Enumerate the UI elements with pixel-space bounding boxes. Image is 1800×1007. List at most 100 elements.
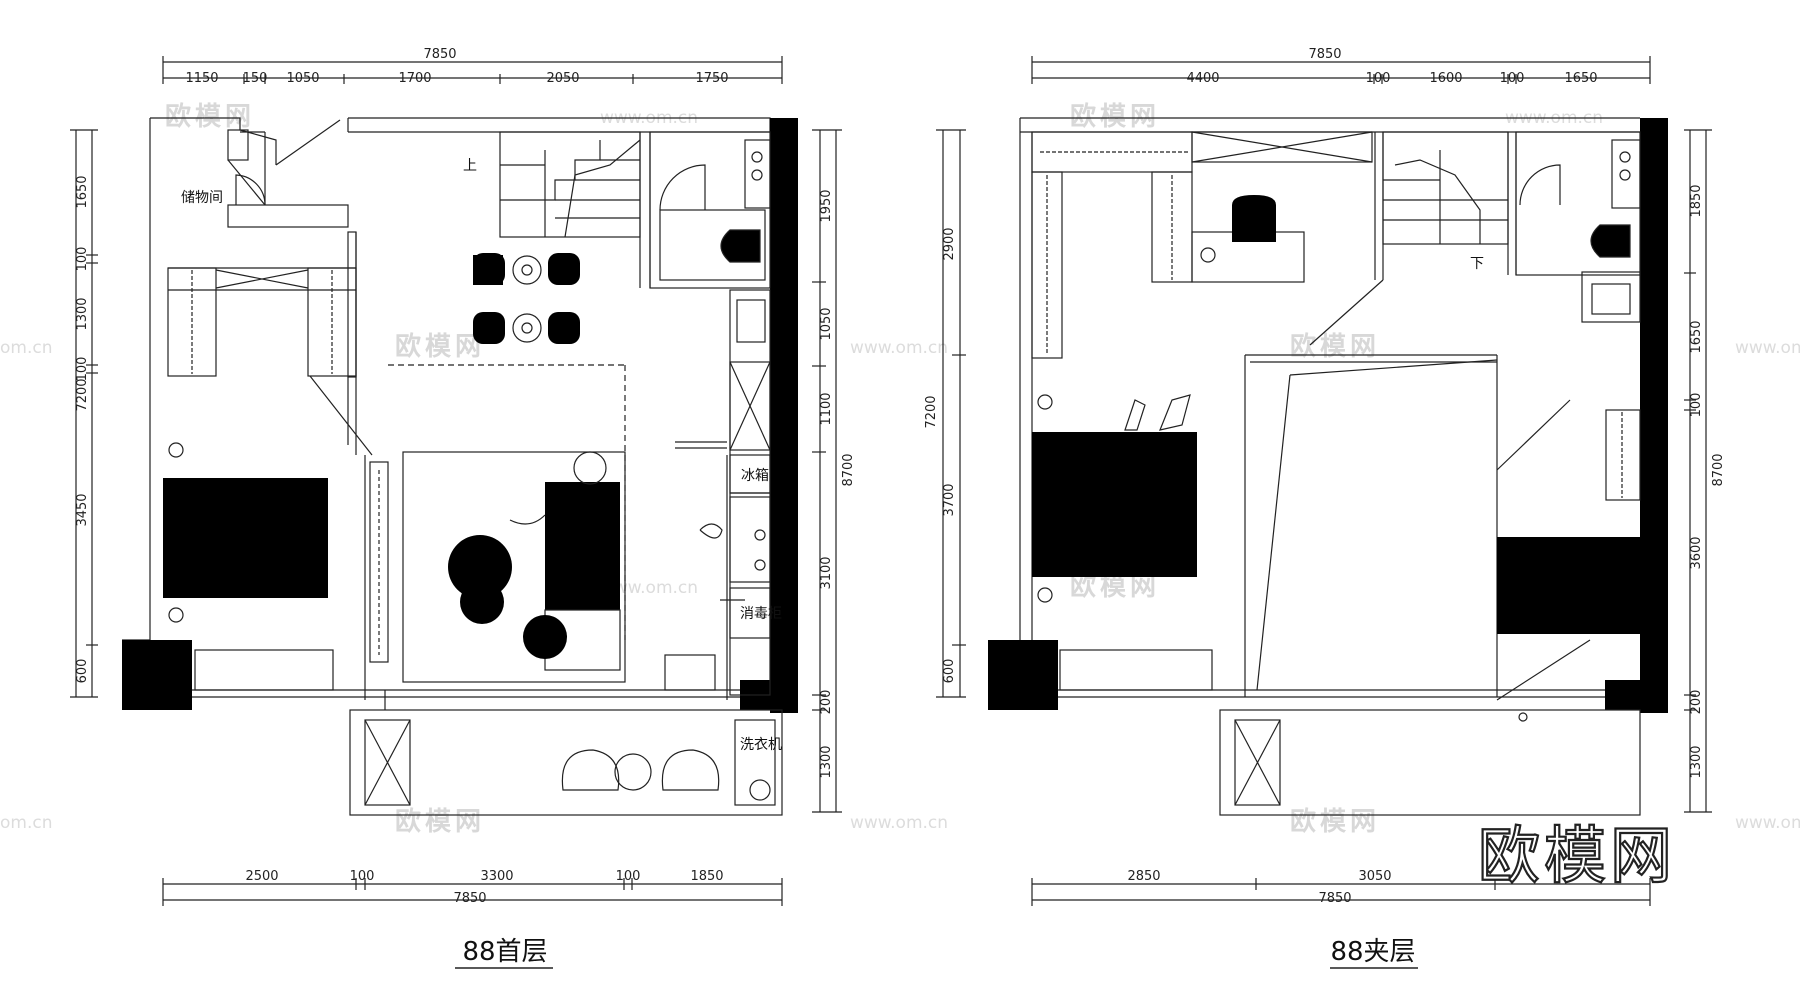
label-washer: 洗衣机 xyxy=(740,737,782,753)
dim-bottom-3: 3300 xyxy=(480,869,513,884)
wardrobes xyxy=(1031,131,1641,501)
dim-bottom-total: 7850 xyxy=(453,891,486,906)
mezzanine-text: 7850 4400 100 1600 100 1650 7200 2900 37… xyxy=(924,47,1726,969)
left-dimension xyxy=(936,129,966,698)
label-storage: 储物间 xyxy=(181,190,223,206)
doors xyxy=(235,174,745,601)
dim-right-total: 8700 xyxy=(841,453,856,486)
dim-bottom-1: 2500 xyxy=(245,869,278,884)
dining-set xyxy=(388,253,626,640)
dim-right-2: 1050 xyxy=(819,307,834,340)
dim-left-6: 600 xyxy=(75,659,90,684)
dim-bottom-2: 100 xyxy=(350,869,375,884)
dim-bottom-5: 1850 xyxy=(690,869,723,884)
bed-area xyxy=(1032,394,1213,691)
columns xyxy=(122,118,798,713)
dim-left-5: 3450 xyxy=(75,493,90,526)
watermark-logo: 欧模网 xyxy=(1290,331,1380,362)
label-cabinet: 消毒柜 xyxy=(740,606,782,622)
dim-top-3: 1050 xyxy=(286,71,319,86)
kitchen xyxy=(664,289,771,696)
dim-left-total: 7200 xyxy=(75,378,90,411)
dim-right-2: 1650 xyxy=(1689,320,1704,353)
ground-floor-plan xyxy=(70,56,842,906)
watermark-url: www.om.cn xyxy=(1735,338,1800,358)
mezzanine-plan xyxy=(936,56,1712,906)
watermark-url: www.om.cn xyxy=(850,813,948,833)
dim-right-3: 100 xyxy=(1689,393,1704,418)
top-dimension xyxy=(1031,56,1651,84)
label-down: 下 xyxy=(1470,256,1484,272)
dim-right-1: 1950 xyxy=(819,189,834,222)
bed-area xyxy=(163,442,334,691)
dim-right-3: 1100 xyxy=(819,392,834,425)
wardrobes xyxy=(167,267,373,456)
dim-top-2: 100 xyxy=(1366,71,1391,86)
left-dimension xyxy=(70,129,98,698)
watermark-layer: 欧模网 欧模网 欧模网 欧模网 欧模网 欧模网 欧模网 欧模网 www.om.c… xyxy=(0,101,1800,837)
bathroom xyxy=(649,131,771,289)
dim-left-3: 600 xyxy=(942,659,957,684)
bottom-dimension xyxy=(1031,878,1651,906)
dim-right-5: 200 xyxy=(819,690,834,715)
watermark-url: www.om.cn xyxy=(850,338,948,358)
ground-floor-text: 7850 1150 150 1050 1700 2050 1750 7200 1… xyxy=(75,47,856,969)
dim-left-2: 3700 xyxy=(942,483,957,516)
dim-left-2: 100 xyxy=(75,247,90,272)
dim-right-4: 3100 xyxy=(819,556,834,589)
dim-right-5: 200 xyxy=(1689,690,1704,715)
dim-top-1: 1150 xyxy=(185,71,218,86)
dim-bottom-4: 100 xyxy=(616,869,641,884)
dim-top-total: 7850 xyxy=(1308,47,1341,62)
bottom-dimension xyxy=(162,878,783,906)
label-fridge: 冰箱 xyxy=(741,468,769,484)
dim-bottom-2: 3050 xyxy=(1358,869,1391,884)
dim-left-total: 7200 xyxy=(924,395,939,428)
study-desk xyxy=(1191,195,1305,283)
right-dimension xyxy=(1684,129,1712,813)
label-up: 上 xyxy=(463,158,477,174)
dim-right-6: 1300 xyxy=(1689,745,1704,778)
dim-left-3: 1300 xyxy=(75,297,90,330)
plan-title-ground: 88首层 xyxy=(462,937,547,967)
dim-top-6: 1750 xyxy=(695,71,728,86)
dim-left-1: 2900 xyxy=(942,227,957,260)
plan-title-mezzanine: 88夹层 xyxy=(1330,937,1415,967)
dim-top-2: 150 xyxy=(243,71,268,86)
right-dimension xyxy=(812,129,842,813)
dim-top-4: 1700 xyxy=(398,71,431,86)
dim-top-5: 2050 xyxy=(546,71,579,86)
stairs xyxy=(1382,131,1509,245)
watermark-logo: 欧模网 xyxy=(1290,806,1380,837)
dim-right-4: 3600 xyxy=(1689,536,1704,569)
watermark-url: om.cn xyxy=(0,338,53,358)
top-dimension xyxy=(162,56,783,84)
dim-top-5: 1650 xyxy=(1564,71,1597,86)
watermark-url: om.cn xyxy=(0,813,53,833)
watermark-logo: 欧模网 xyxy=(395,331,485,362)
columns xyxy=(988,118,1668,713)
balcony xyxy=(1219,709,1641,816)
brand-logo: 欧模网 xyxy=(1478,819,1676,892)
dim-top-3: 1600 xyxy=(1429,71,1462,86)
dim-left-1: 1650 xyxy=(75,175,90,208)
living-room xyxy=(369,451,723,683)
dim-right-1: 1850 xyxy=(1689,184,1704,217)
dim-bottom-total: 7850 xyxy=(1318,891,1351,906)
watermark-logo: 欧模网 xyxy=(165,101,255,132)
dim-bottom-1: 2850 xyxy=(1127,869,1160,884)
dim-right-6: 1300 xyxy=(819,745,834,778)
dim-top-total: 7850 xyxy=(423,47,456,62)
dim-top-4: 100 xyxy=(1500,71,1525,86)
dim-right-total: 8700 xyxy=(1711,453,1726,486)
watermark-logo: 欧模网 xyxy=(395,806,485,837)
dim-top-1: 4400 xyxy=(1186,71,1219,86)
dim-left-4: 100 xyxy=(75,357,90,382)
walls xyxy=(122,117,782,710)
watermark-logo: 欧模网 xyxy=(1070,101,1160,132)
balcony xyxy=(349,709,783,816)
bathroom xyxy=(1515,131,1641,323)
stairs xyxy=(499,131,641,238)
